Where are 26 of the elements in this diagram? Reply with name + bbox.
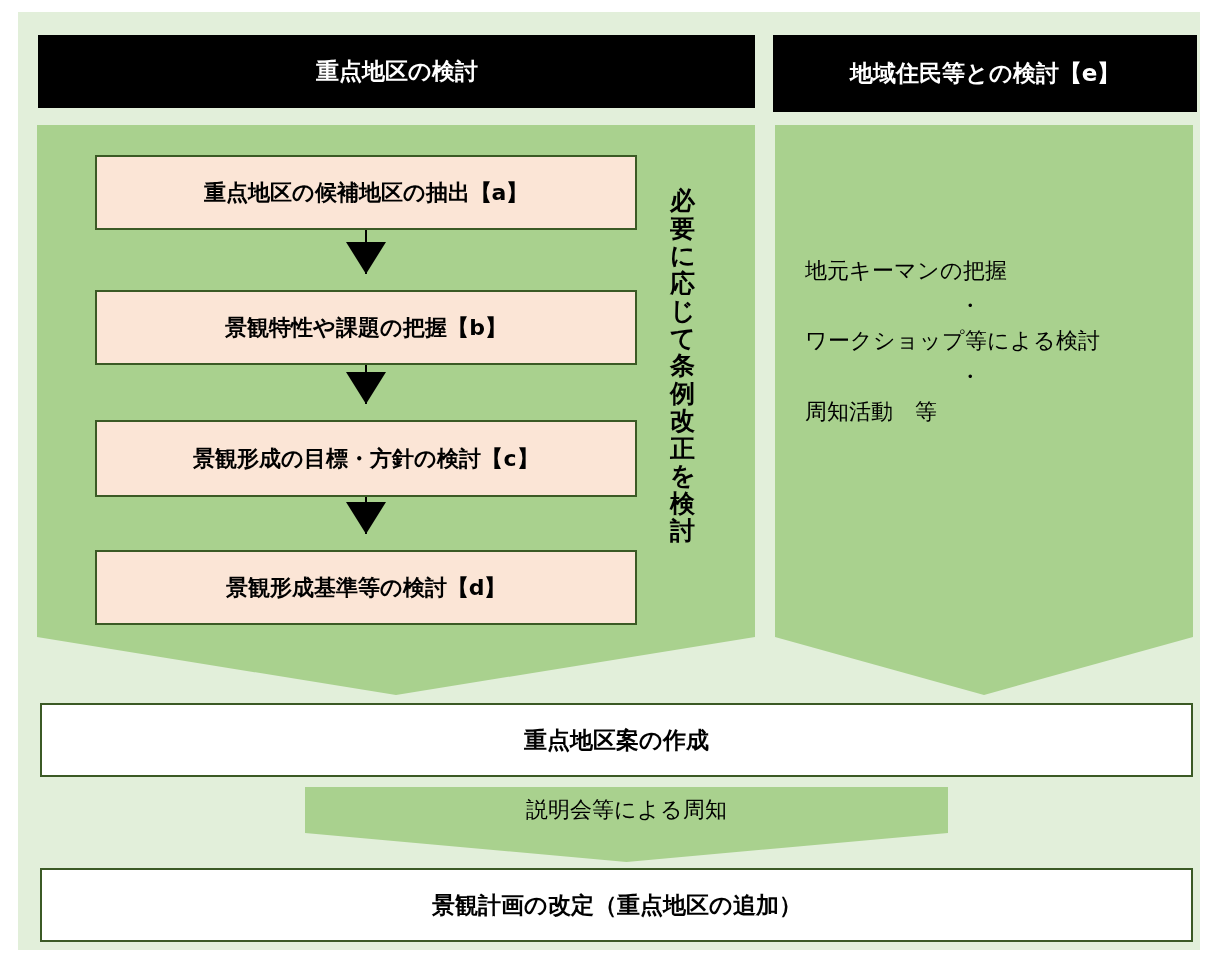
process-box [40,868,1193,942]
step-label: 景観形成の目標・方針の検討【c】 [193,444,539,473]
header-bar [38,35,755,108]
activity-item: 周知活動 等 [805,397,938,426]
vertical-note: 必要に応じて条例改正を検討 [670,187,695,545]
activity-item: 地元キーマンの把握 [805,257,1008,285]
process-box [95,290,637,365]
step-label: 景観特性や課題の把握【b】 [225,313,507,342]
process-box [95,550,637,625]
step-label: 重点地区案の作成 [524,725,709,755]
band-label: 説明会等による周知 [526,797,727,822]
step-label: 重点地区の候補地区の抽出【a】 [203,178,529,207]
step-label: 景観形成基準等の検討【d】 [225,573,507,602]
arrow [346,496,386,535]
process-box [40,703,1193,777]
process-box [95,420,637,497]
header-title: 地域住民等との検討【e】 [849,59,1121,88]
header-bar [773,35,1197,112]
arrow [346,229,386,275]
separator-dot: ・ [958,292,982,321]
process-box [95,155,637,230]
header-title: 重点地区の検討 [315,57,478,86]
activity-item: ワークショップ等による検討 [805,327,1101,356]
separator-dot: ・ [958,362,982,391]
arrow [346,364,386,405]
step-label: 景観計画の改定（重点地区の追加） [431,890,802,920]
